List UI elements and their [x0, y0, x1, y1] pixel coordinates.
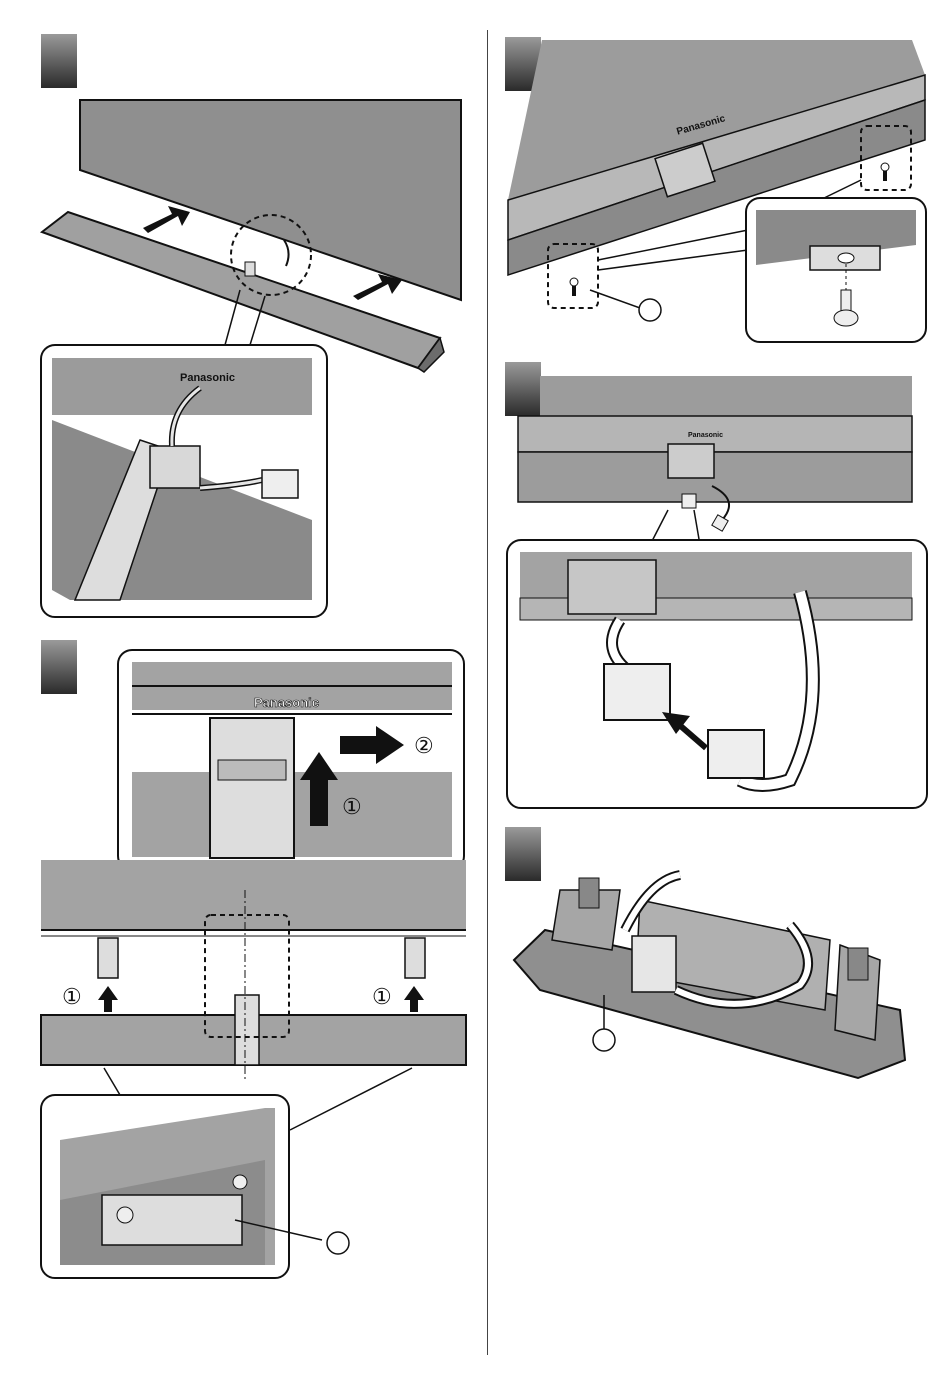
step-4-brand-label: Panasonic: [688, 432, 723, 439]
zoom-brand-label: Panasonic: [254, 695, 319, 710]
step-5-badge: [505, 827, 541, 881]
step-2-badge: [41, 640, 77, 694]
step-3-badge: [505, 37, 541, 91]
step-3-brand-label: Panasonic: [675, 113, 726, 137]
marker-2: ②: [414, 733, 434, 759]
step-1-badge: [41, 34, 77, 88]
detail-brand-label: Panasonic: [180, 372, 235, 384]
marker-1-left: ①: [62, 984, 82, 1010]
marker-1-zoom: ①: [342, 794, 362, 820]
step-4-badge: [505, 362, 541, 416]
column-divider: [487, 30, 488, 1355]
marker-1-right: ①: [372, 984, 392, 1010]
